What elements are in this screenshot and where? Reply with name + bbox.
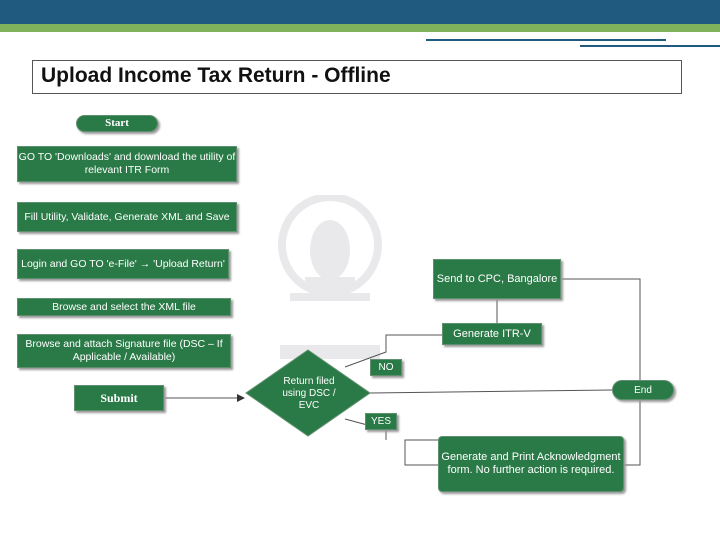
branch-no-label: NO xyxy=(370,359,402,376)
header-blue-band xyxy=(0,0,720,24)
connector-ack-end xyxy=(624,400,641,466)
step-send-cpc: Send to CPC, Bangalore xyxy=(433,259,561,299)
decision-label: Return filed using DSC / EVC xyxy=(282,376,336,411)
slide-title: Upload Income Tax Return - Offline xyxy=(32,60,682,94)
header-deco-line xyxy=(580,45,720,47)
step-fill-utility: Fill Utility, Validate, Generate XML and… xyxy=(17,202,237,232)
step-login-upload: Login and GO TO 'e-File' → 'Upload Retur… xyxy=(17,249,229,279)
branch-yes-label: YES xyxy=(365,413,397,430)
connector-decision-yes xyxy=(344,418,387,440)
step-browse-xml: Browse and select the XML file xyxy=(17,298,231,316)
decision-diamond xyxy=(245,349,371,437)
connector-decision-end xyxy=(369,389,613,394)
connector-decision-no xyxy=(344,334,442,368)
header-deco-line xyxy=(426,39,666,41)
header-green-band xyxy=(0,24,720,32)
step-attach-signature: Browse and attach Signature file (DSC – … xyxy=(17,334,231,368)
step-generate-itrv: Generate ITR-V xyxy=(442,323,542,345)
connector-cpc-end xyxy=(561,278,641,380)
end-node: End xyxy=(612,380,674,400)
connector-ack-loop xyxy=(404,439,438,466)
step-downloads: GO TO 'Downloads' and download the utili… xyxy=(17,146,237,182)
emblem-watermark-icon xyxy=(278,195,382,359)
step-submit: Submit xyxy=(74,385,164,411)
start-node: Start xyxy=(76,115,158,132)
step-generate-ack: Generate and Print Acknowledgment form. … xyxy=(438,436,624,492)
